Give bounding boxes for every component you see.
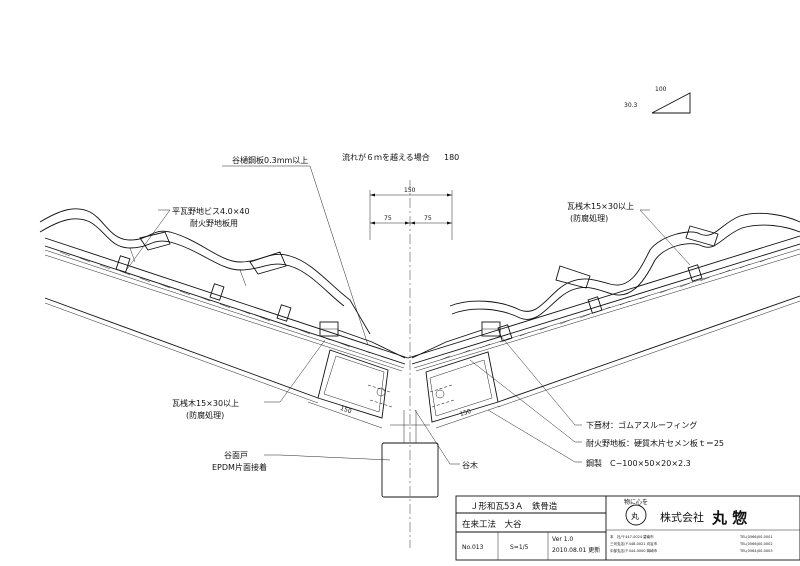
dim-right-slope: 150 — [459, 408, 472, 418]
slope-rise-label: 30.3 — [624, 102, 638, 109]
label-batten-left-line2: (防腐処理) — [186, 410, 224, 420]
leader-lines — [124, 165, 691, 465]
header-note: 流れが６ｍを越える場合 — [342, 152, 430, 162]
valley-rafter-box — [381, 442, 439, 498]
dim-right-half: 75 — [424, 215, 432, 222]
left-batten-2 — [209, 283, 225, 301]
company-logo — [625, 504, 647, 526]
slope-run-label: 100 — [655, 86, 667, 93]
right-roof-slope — [407, 235, 800, 423]
title-method: 在来工法 大谷 — [462, 519, 522, 530]
company-slogan: 物に心を — [624, 498, 648, 506]
left-batten-3 — [276, 304, 292, 322]
title-date: 2010.08.01 更新 — [552, 546, 600, 554]
label-screw-line2: 耐火野地板用 — [190, 218, 238, 228]
label-gutter-sheet: 谷樋鋼板0.3mm以上 — [232, 155, 308, 165]
top-dimension-lines — [369, 190, 453, 240]
title-number: No.013 — [462, 544, 484, 551]
left-batten-1 — [115, 255, 131, 273]
title-product: Ｊ形和瓦53Ａ 鉄骨造 — [470, 501, 558, 512]
company-address-3: 中部支店/〒444-0000 岡崎市 — [610, 548, 658, 553]
right-sheathing-hatch — [439, 257, 771, 361]
label-steel: 鋼製 C−100×50×20×2.3 — [586, 458, 691, 468]
title-scale: S=1/5 — [510, 544, 529, 551]
slope-dimensions — [307, 401, 501, 429]
label-batten-right-line1: 瓦桟木15×30以上 — [567, 201, 634, 211]
dim-total: 150 — [404, 187, 416, 194]
left-steel-purlin — [317, 349, 389, 419]
company-prefix: 株式会社 — [660, 510, 704, 524]
company-tel-3: TEL(0564)00-0003 — [739, 549, 773, 553]
dim-left-slope: 150 — [339, 405, 352, 416]
company-tel-2: TEL(0566)00-0002 — [739, 542, 773, 546]
left-sheathing-hatch — [59, 251, 371, 354]
right-roof-tiles — [449, 212, 800, 320]
dim-left-half: 75 — [384, 215, 392, 222]
label-batten-left-line1: 瓦桟木15×30以上 — [172, 398, 239, 408]
company-logo-char: 丸 — [631, 511, 639, 521]
label-valley-rafter: 谷木 — [462, 460, 478, 470]
left-roof-tiles — [39, 208, 371, 335]
company-address-2: 三河支店/〒448-0021 刈谷市 — [610, 541, 658, 546]
header-note-value: 180 — [444, 153, 459, 162]
right-batten-2 — [587, 296, 603, 314]
company-address-1: 本 社/〒447-0024 碧南市 — [610, 534, 654, 539]
company-name: 丸 惣 — [711, 509, 747, 527]
label-batten-right-line2: (防腐処理) — [570, 213, 608, 223]
right-batten-3 — [687, 264, 703, 282]
label-valley-door-line1: 谷面戸 — [224, 451, 248, 460]
slope-marker: 100 30.3 — [624, 86, 691, 114]
left-roof-slope — [44, 237, 409, 419]
label-valley-door-line2: EPDM片面接着 — [212, 462, 267, 472]
title-block — [455, 495, 800, 561]
company-tel-1: TEL(0566)00-0001 — [739, 535, 773, 539]
title-version: Ver 1.0 — [552, 536, 573, 543]
label-screw-line1: 平瓦野地ビス4.0×40 — [172, 206, 250, 216]
label-sheathing: 耐火野地板：硬質木片セメン板ｔ＝25 — [586, 438, 724, 448]
label-underlay: 下葺材：ゴムアスルーフィング — [586, 420, 697, 430]
